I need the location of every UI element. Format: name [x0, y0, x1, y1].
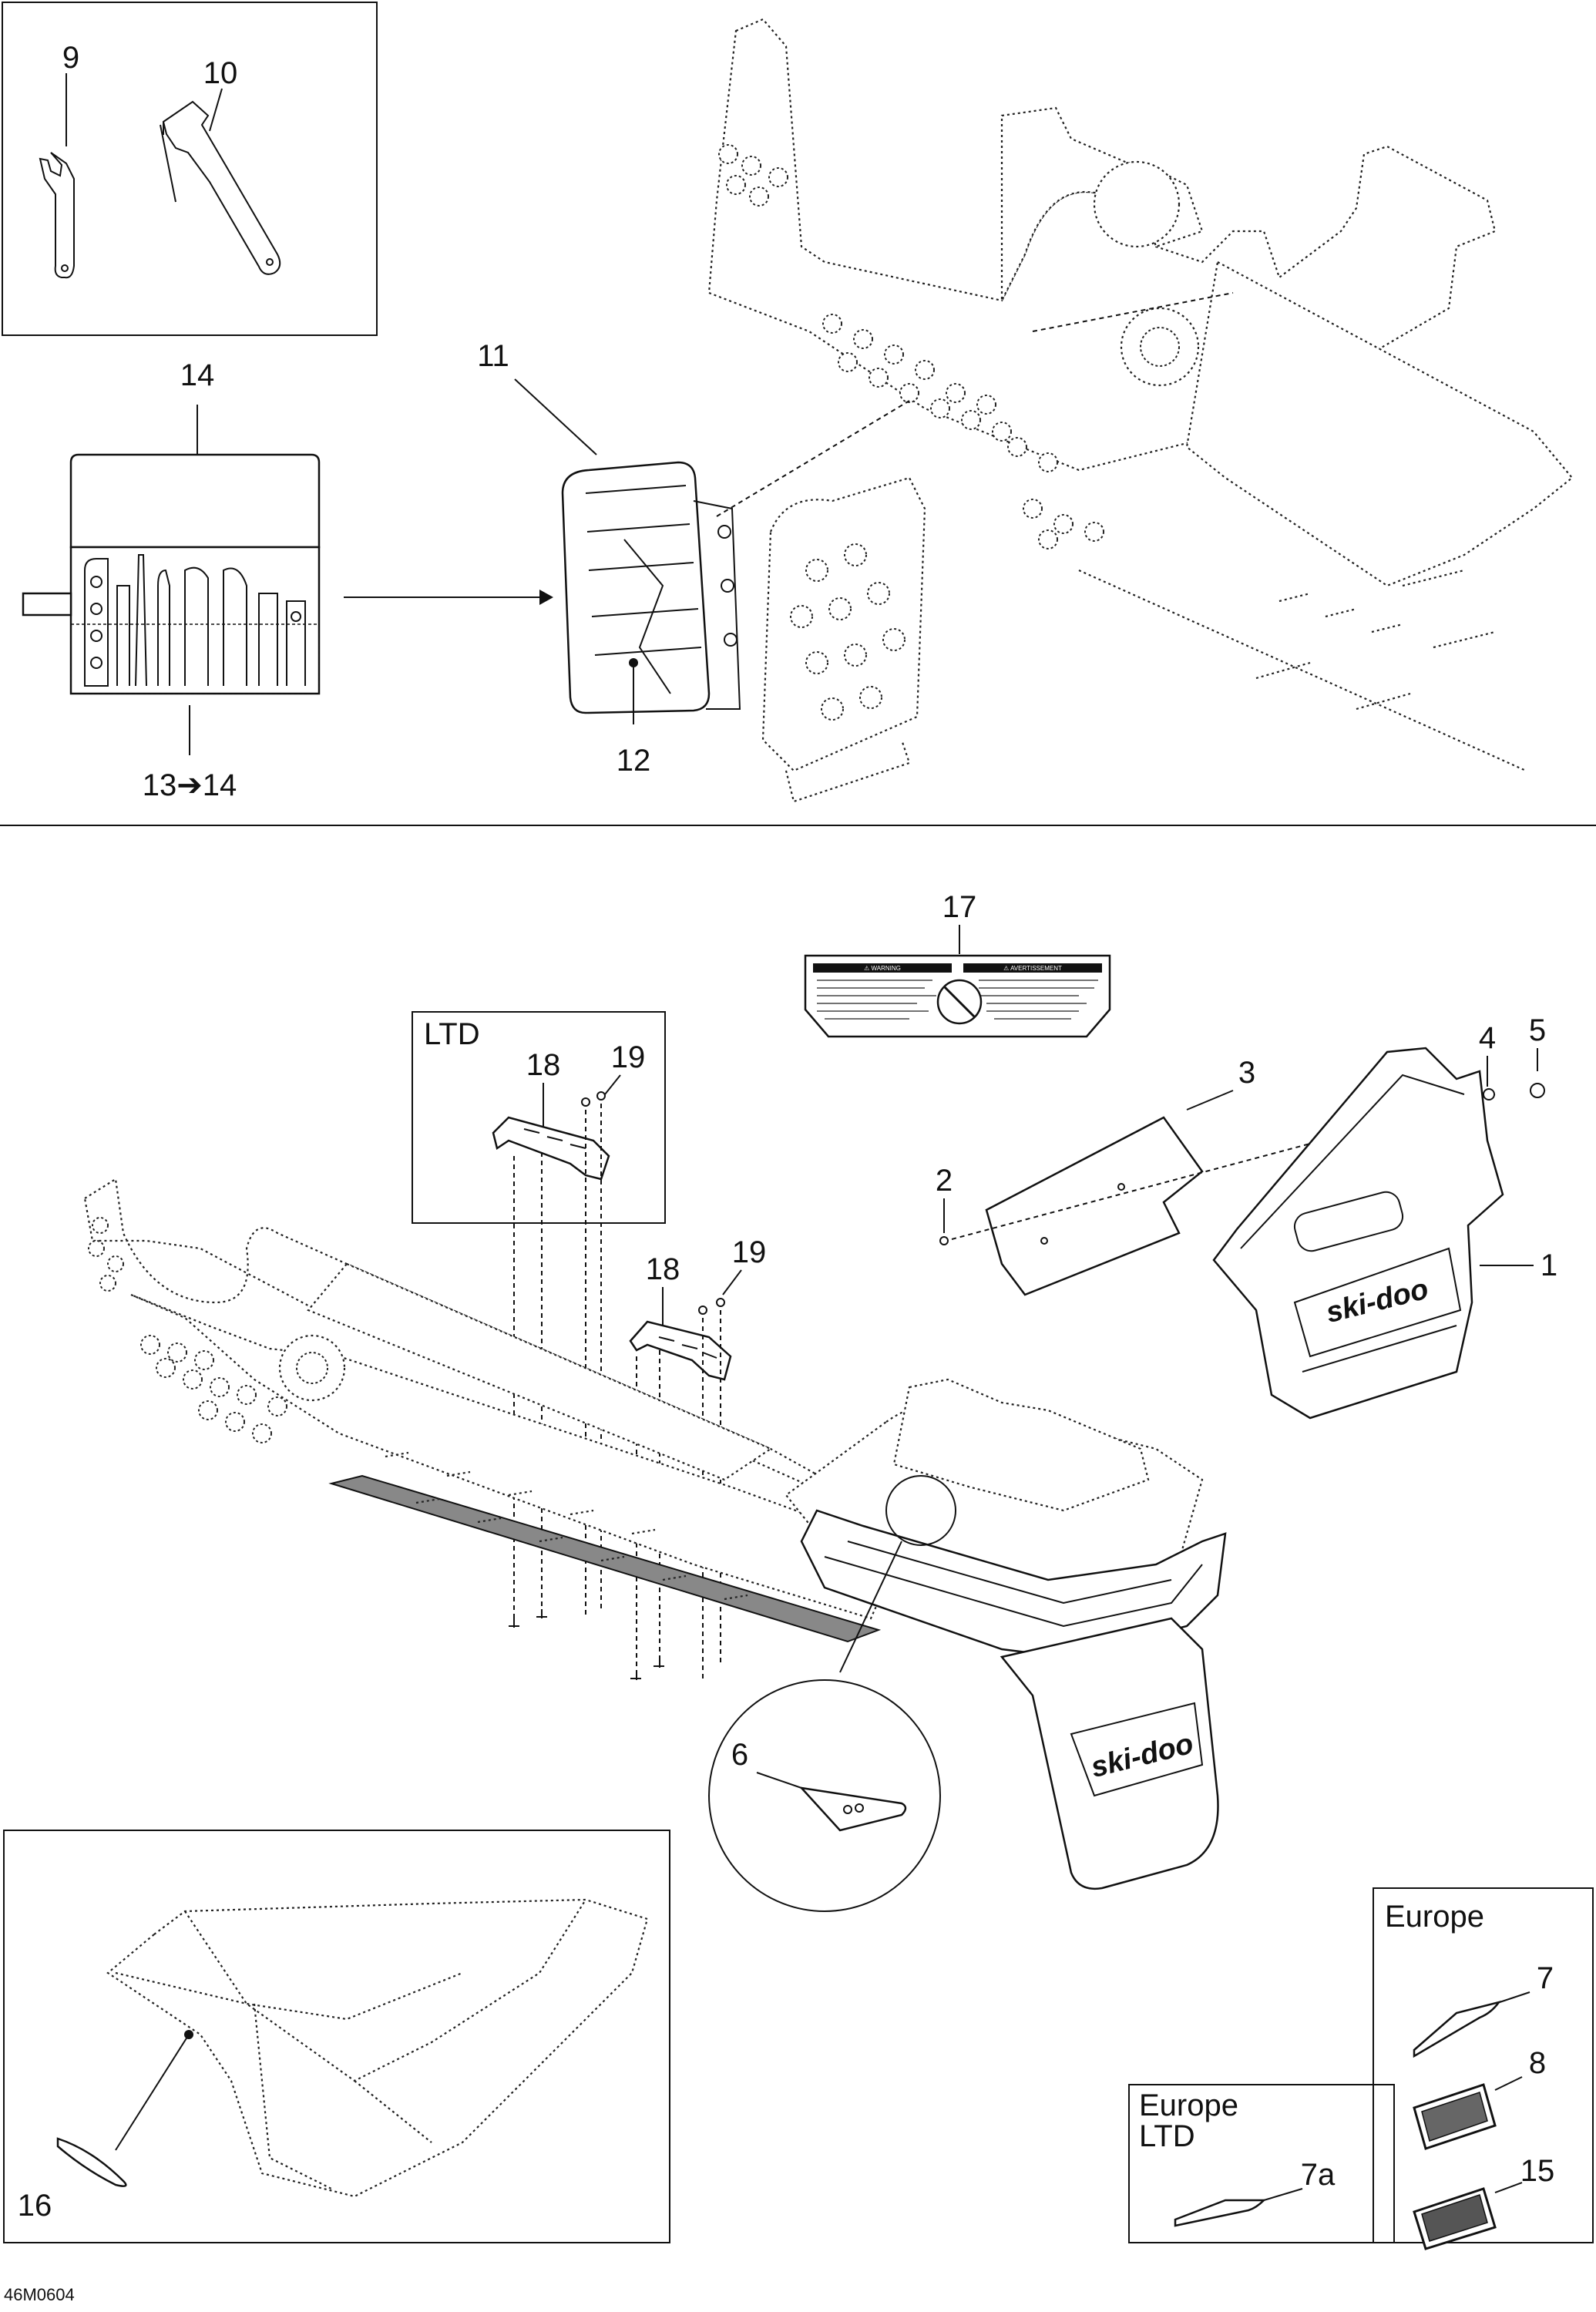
callout-16: 16	[18, 2189, 52, 2223]
callout-11: 11	[477, 339, 509, 373]
washer-5	[1530, 1083, 1545, 1098]
callout-4: 4	[1479, 1021, 1496, 1055]
rear-bumper-section: ski-doo	[785, 1378, 1227, 1890]
europe-ltd-label-2: LTD	[1139, 2119, 1195, 2153]
tool-kit-14	[22, 453, 321, 695]
reflector-7a	[1174, 2199, 1267, 2227]
tools-inset-box	[2, 2, 378, 336]
reflector-6	[798, 1786, 907, 1832]
callout-13-14: 13➔14	[143, 768, 237, 802]
tunnel-assembly	[83, 1178, 1003, 1643]
europe-ltd-label-1: Europe	[1139, 2089, 1238, 2122]
callout-5: 5	[1529, 1013, 1546, 1047]
callout-19: 19	[732, 1235, 767, 1269]
europe-inset-box	[1373, 1887, 1594, 2243]
chassis-top	[707, 18, 1574, 772]
callout-19-ltd: 19	[611, 1040, 646, 1074]
tool-bag-11	[561, 461, 741, 714]
hood-inset-box	[3, 1830, 670, 2243]
rivet-2	[939, 1236, 949, 1245]
decal-right-heading: ⚠ AVERTISSEMENT	[1003, 965, 1062, 972]
callout-2: 2	[936, 1164, 953, 1198]
callout-7a: 7a	[1301, 2158, 1336, 2192]
decal-left-heading: ⚠ WARNING	[864, 965, 901, 972]
callout-8: 8	[1529, 2046, 1546, 2080]
wrench-9	[39, 152, 75, 279]
backing-plate-3	[985, 1116, 1204, 1296]
callout-3: 3	[1238, 1056, 1255, 1090]
warning-decal-17: ⚠ WARNING ⚠ AVERTISSEMENT	[804, 954, 1111, 1038]
drawing-id: 46M0604	[4, 2285, 75, 2304]
rear-flap-1: ski-doo	[1212, 1047, 1504, 1420]
reflector-7	[1413, 2000, 1502, 2058]
callout-9: 9	[62, 41, 79, 75]
callout-1: 1	[1541, 1248, 1557, 1282]
callout-6: 6	[731, 1738, 748, 1772]
callout-17: 17	[942, 890, 977, 924]
reflector-16	[56, 2137, 127, 2187]
callout-15: 15	[1520, 2154, 1555, 2188]
europe-ltd-inset-box	[1128, 2084, 1395, 2243]
detail-ring-small	[885, 1475, 956, 1546]
callout-14: 14	[180, 358, 215, 392]
callout-18-ltd: 18	[526, 1048, 561, 1082]
callout-12: 12	[617, 744, 651, 778]
callout-7: 7	[1537, 1961, 1554, 1995]
ltd-box-label: LTD	[424, 1017, 480, 1051]
nut-4	[1483, 1088, 1495, 1101]
spanner-10	[160, 100, 281, 275]
front-bracket	[761, 476, 926, 803]
europe-box-label: Europe	[1385, 1900, 1484, 1934]
screws-bottom	[509, 1609, 664, 1680]
foot-support-18-ltd	[492, 1091, 610, 1181]
reflector-8	[1413, 2083, 1497, 2150]
detail-ring-6	[708, 1679, 941, 1912]
hood-16	[106, 1898, 649, 2198]
foot-support-18	[629, 1298, 732, 1381]
callout-10: 10	[203, 56, 238, 90]
reflector-15	[1413, 2187, 1497, 2250]
ltd-inset-box	[412, 1011, 666, 1224]
callout-18: 18	[646, 1252, 680, 1286]
